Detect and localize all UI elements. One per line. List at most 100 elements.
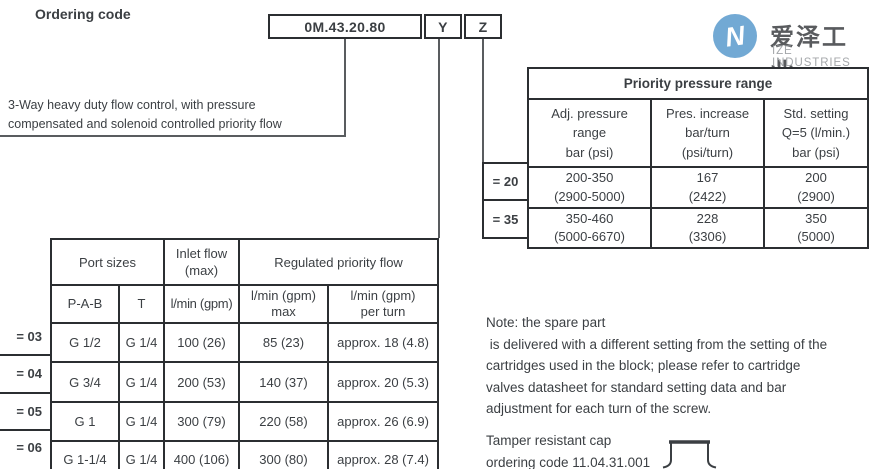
- ordering-code-y-box: Y: [424, 14, 462, 39]
- cell-line: 200-350: [565, 170, 614, 185]
- header-line: bar (psi): [565, 144, 614, 160]
- row-separator-line: [0, 392, 50, 394]
- table-cell: G 1-1/4: [50, 440, 120, 469]
- table-cell: 100 (26): [163, 322, 241, 363]
- table-row: G 1-1/4 G 1/4 400 (106) 300 (80) approx.…: [50, 440, 440, 469]
- row-separator-line: [0, 354, 50, 356]
- priority-pressure-table: Priority pressure range Adj. pressure ra…: [527, 67, 869, 249]
- table-cell: G 1/4: [117, 361, 166, 403]
- header-line: Std. setting: [783, 105, 849, 121]
- cell-line: 350-460: [565, 210, 614, 226]
- cell-line: (5000-6670): [554, 229, 625, 244]
- table-cell: 350 (5000): [763, 207, 869, 249]
- table-cell: G 1: [50, 401, 120, 442]
- note-line: valves datasheet for standard setting da…: [486, 379, 787, 395]
- table-cell: G 1/2: [50, 322, 120, 363]
- connector-description-line: [0, 135, 346, 137]
- product-description: 3-Way heavy duty flow control, with pres…: [8, 96, 282, 133]
- table-cell: approx. 28 (7.4): [327, 440, 440, 469]
- group-header-regulated-flow: Regulated priority flow: [238, 238, 440, 286]
- table-cell: G 1/4: [117, 401, 166, 442]
- table-row: 200-350 (2900-5000) 167 (2422) 200 (2900…: [527, 166, 869, 209]
- cell-line: 167: [696, 170, 719, 185]
- cell-line: (3306): [688, 229, 727, 244]
- table-cell: 300 (79): [163, 401, 241, 442]
- flow-row-label: = 04: [16, 366, 42, 381]
- header-line: (psi/turn): [681, 144, 734, 160]
- header-line: Inlet flow: [175, 246, 228, 261]
- flow-row-label: = 06: [16, 440, 42, 455]
- note-line: cartridges used in the block; please ref…: [486, 358, 801, 373]
- table-cell: approx. 20 (5.3): [327, 361, 440, 403]
- tamper-cap-icon: [662, 440, 717, 469]
- priority-row-labels: = 20 = 35: [482, 162, 527, 239]
- note-text: Note: the spare part is delivered with a…: [486, 312, 827, 420]
- header-line: per turn: [360, 304, 406, 319]
- table-row: 350-460 (5000-6670) 228 (3306) 350 (5000…: [527, 207, 869, 249]
- table-row: G 3/4 G 1/4 200 (53) 140 (37) approx. 20…: [50, 361, 440, 403]
- header-line: bar/turn: [685, 125, 730, 141]
- col-header-t: T: [117, 284, 166, 324]
- table-cell: 228 (3306): [650, 207, 765, 249]
- connector-y-line: [438, 39, 440, 238]
- note-line: is delivered with a different setting fr…: [486, 336, 828, 352]
- flow-row-label: = 05: [16, 404, 42, 419]
- table-cell: 200 (2900): [763, 166, 869, 209]
- note-line: Note: the spare part: [486, 315, 606, 330]
- table-cell: approx. 26 (6.9): [327, 401, 440, 442]
- table-cell: 200-350 (2900-5000): [527, 166, 652, 209]
- table-cell: G 1/4: [117, 322, 166, 363]
- col-header-per-turn: l/min (gpm) per turn: [327, 284, 440, 324]
- ize-logo: N: [712, 13, 758, 59]
- table-cell: 300 (80): [238, 440, 330, 469]
- ordering-code-z-box: Z: [464, 14, 502, 39]
- group-header-inlet-flow: Inlet flow (max): [163, 238, 241, 286]
- col-header-std-setting: Std. setting Q=5 (l/min.) bar (psi): [763, 98, 869, 168]
- table-cell: 350-460 (5000-6670): [527, 207, 652, 249]
- header-line: max: [271, 304, 296, 319]
- table-cell: 85 (23): [238, 322, 330, 363]
- flow-row-label: = 03: [16, 329, 42, 344]
- header-line: Q=5 (l/min.): [781, 125, 851, 141]
- col-header-adj-pressure: Adj. pressure range bar (psi): [527, 98, 652, 168]
- table-cell: 400 (106): [163, 440, 241, 469]
- table-row: G 1/2 G 1/4 100 (26) 85 (23) approx. 18 …: [50, 322, 440, 363]
- header-line: l/min (gpm): [251, 288, 317, 303]
- priority-row-label: = 20: [484, 162, 527, 201]
- group-header-port-sizes: Port sizes: [49, 238, 166, 286]
- tamper-text: Tamper resistant cap ordering code 11.04…: [486, 430, 650, 469]
- header-line: range: [572, 125, 607, 141]
- cell-line: (2900): [797, 188, 835, 204]
- ize-logo-icon: N: [713, 14, 757, 58]
- cell-line: 350: [805, 210, 827, 226]
- row-separator-line: [0, 429, 50, 431]
- ordering-code-model-box: 0M.43.20.80: [268, 14, 422, 39]
- logo-name-cn: 爱泽工业: [770, 24, 848, 86]
- cell-line: (5000): [797, 229, 835, 244]
- logo-name-en: IZE INDUSTRIES: [772, 45, 851, 69]
- tamper-line: ordering code 11.04.31.001: [486, 454, 651, 469]
- header-line: bar (psi): [792, 144, 840, 160]
- col-header-max: l/min (gpm) max: [238, 284, 330, 324]
- header-line: l/min (gpm): [350, 288, 416, 303]
- table-cell: 140 (37): [238, 361, 330, 403]
- priority-table-title: Priority pressure range: [527, 67, 869, 100]
- table-cell: G 3/4: [50, 361, 120, 403]
- note-line: adjustment for each turn of the screw.: [486, 401, 712, 416]
- flow-table: Port sizes Inlet flow (max) Regulated pr…: [49, 238, 440, 469]
- description-line: compensated and solenoid controlled prio…: [8, 116, 282, 131]
- header-line: Adj. pressure: [551, 105, 628, 121]
- page-title: Ordering code: [35, 6, 131, 22]
- priority-row-label: = 35: [484, 201, 527, 239]
- col-header-lmin: l/min (gpm): [163, 284, 241, 324]
- header-line: Pres. increase: [665, 105, 750, 121]
- tamper-line: Tamper resistant cap: [486, 433, 612, 448]
- table-cell: 220 (58): [238, 401, 330, 442]
- table-cell: 167 (2422): [650, 166, 765, 209]
- col-header-pres-increase: Pres. increase bar/turn (psi/turn): [650, 98, 765, 168]
- cell-line: 200: [805, 170, 827, 185]
- cell-line: (2900-5000): [554, 188, 625, 204]
- table-cell: G 1/4: [117, 440, 166, 469]
- cell-line: (2422): [688, 188, 727, 204]
